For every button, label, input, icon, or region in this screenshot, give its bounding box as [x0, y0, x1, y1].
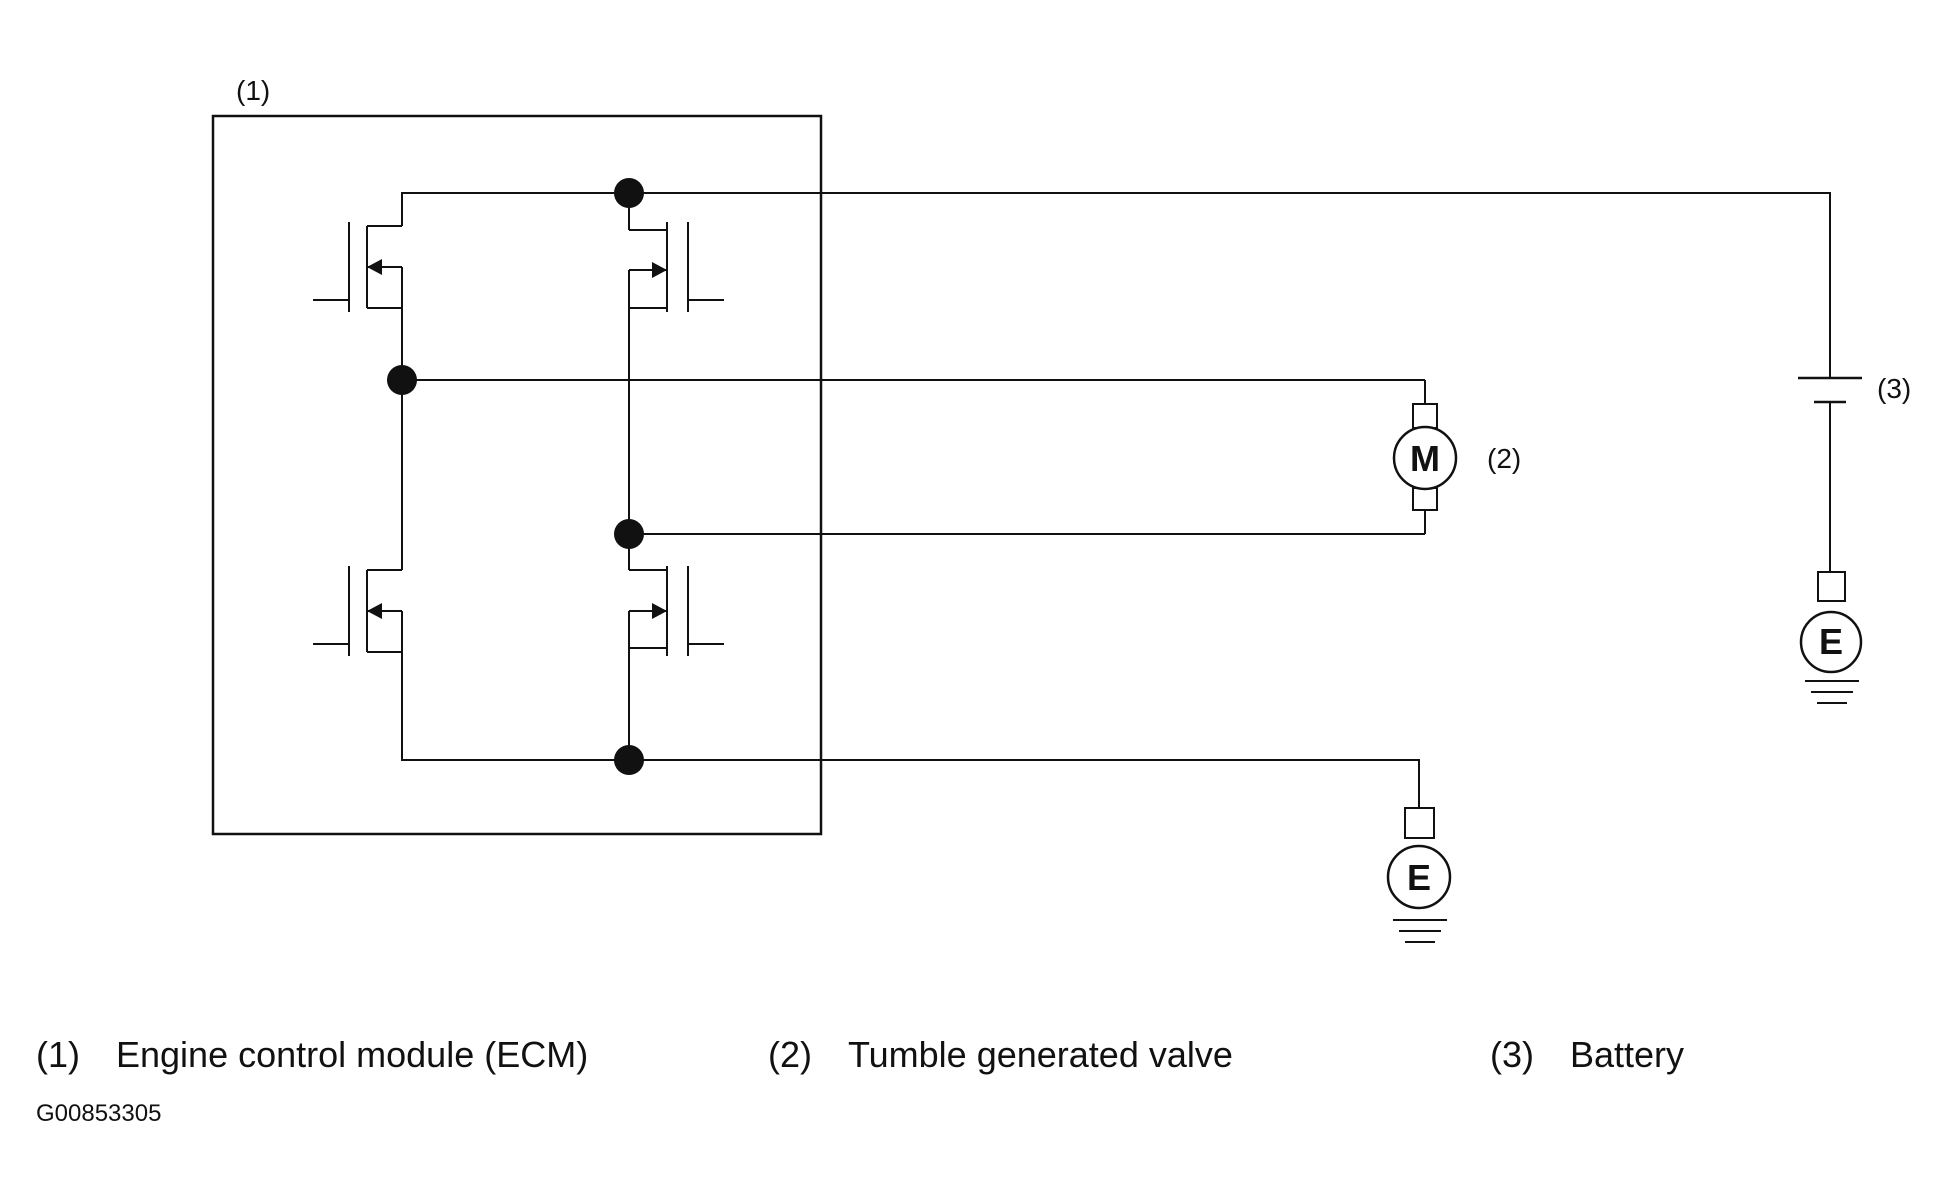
- motor-line-bottom: [614, 510, 1426, 549]
- legend: (1) Engine control module (ECM) (2) Tumble…: [0, 1034, 1940, 1084]
- figure-code: G00853305: [36, 1100, 162, 1127]
- legend-item-ecm: (1) Engine control module (ECM): [36, 1034, 588, 1076]
- callout-valve: (2): [1487, 443, 1521, 474]
- callout-ecm: (1): [236, 75, 270, 106]
- mosfet-left-top: [313, 222, 403, 560]
- legend-label: Tumble generated valve: [848, 1034, 1233, 1075]
- legend-number: (1): [36, 1034, 80, 1075]
- legend-number: (2): [768, 1034, 812, 1075]
- battery-symbol: [1798, 376, 1862, 572]
- callout-battery: (3): [1877, 373, 1911, 404]
- mosfet-left-bottom: [313, 560, 629, 761]
- motor-symbol: M: [1392, 403, 1458, 511]
- ground-symbol-battery: E: [1799, 571, 1863, 704]
- mosfet-right-bottom: [628, 534, 724, 760]
- ecm-box: [211, 114, 823, 836]
- ground-label-ecm: E: [1407, 857, 1431, 898]
- mosfet-right-top: [628, 193, 724, 534]
- legend-item-battery: (3) Battery: [1490, 1034, 1684, 1076]
- ground-symbol-ecm: E: [1386, 807, 1452, 943]
- bottom-rail: [614, 745, 1420, 808]
- top-rail: [401, 178, 1831, 378]
- motor-line-top: [387, 365, 1426, 404]
- ground-label-battery: E: [1819, 621, 1843, 662]
- legend-item-valve: (2) Tumble generated valve: [768, 1034, 1233, 1076]
- legend-label: Battery: [1570, 1034, 1685, 1075]
- legend-label: Engine control module (ECM): [116, 1034, 589, 1075]
- motor-label: M: [1410, 438, 1440, 479]
- legend-number: (3): [1490, 1034, 1534, 1075]
